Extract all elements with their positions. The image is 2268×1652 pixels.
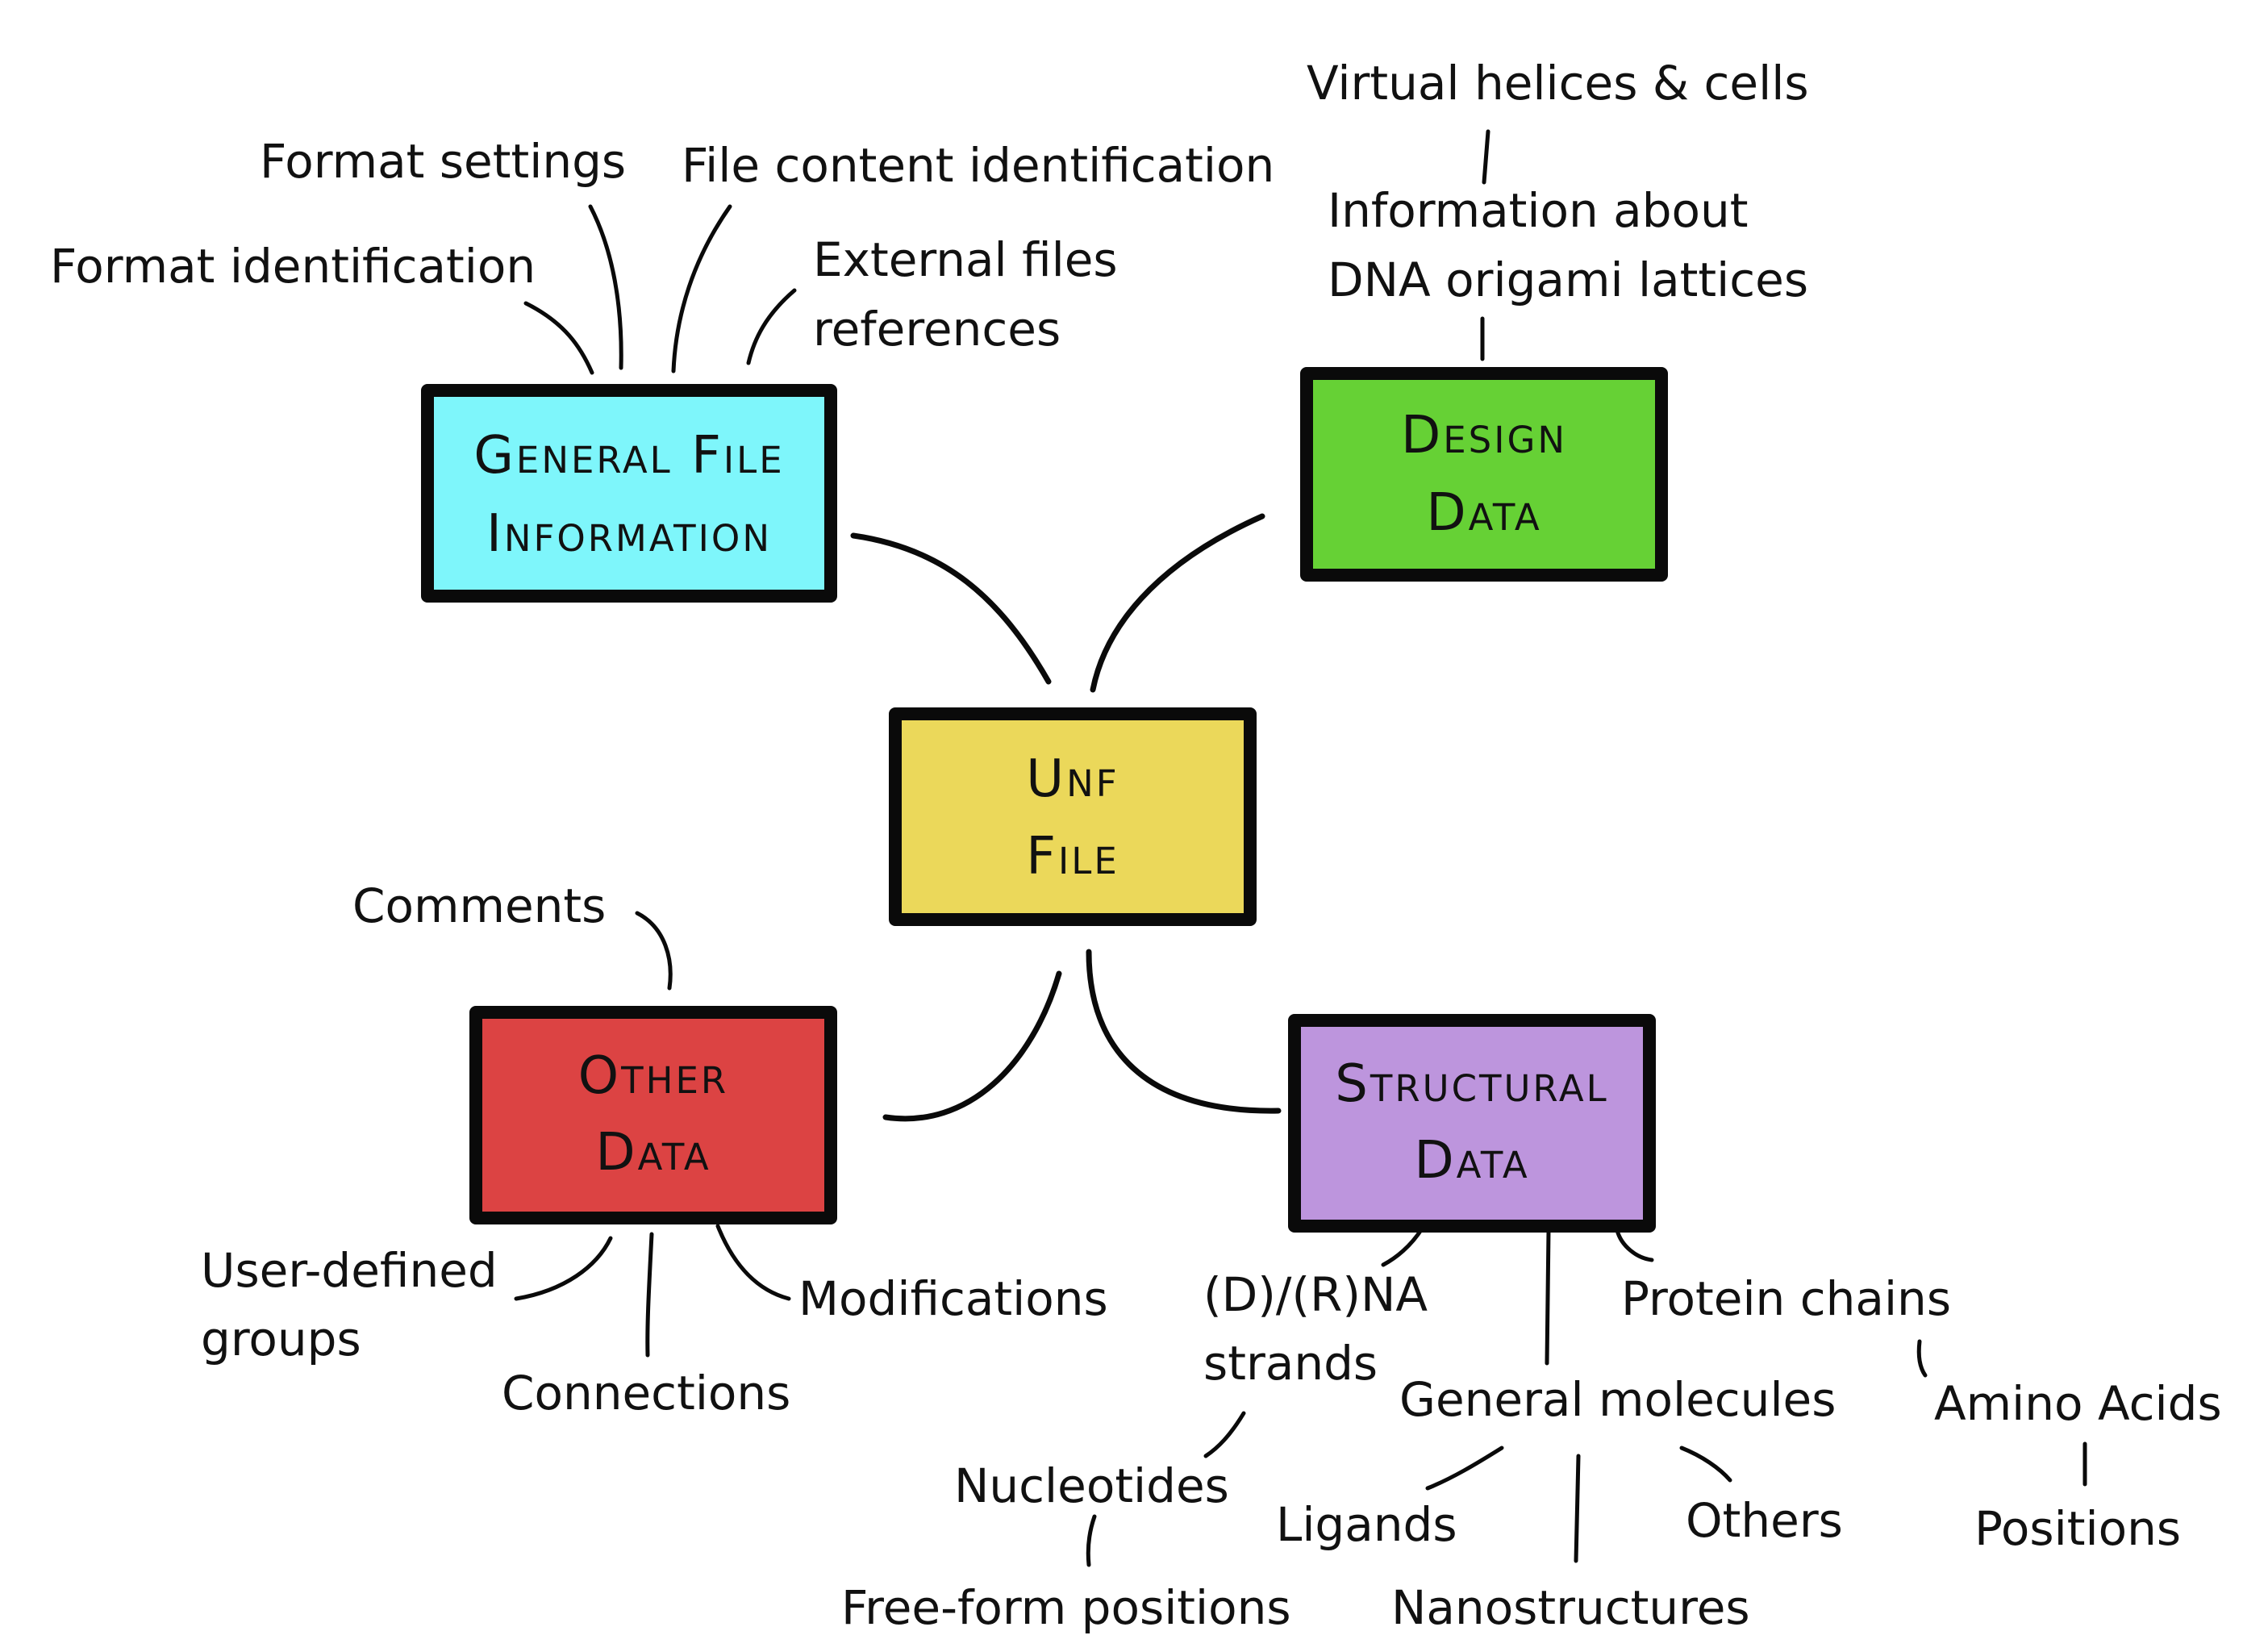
- label-user-defined-groups-line1: User-defined: [201, 1243, 498, 1298]
- label-free-form-positions: Free-form positions: [841, 1580, 1291, 1635]
- label-general-molecules: General molecules: [1399, 1372, 1836, 1427]
- tick-connections: [645, 1232, 654, 1358]
- general-file-information-title-line2: Information: [486, 504, 772, 564]
- label-file-content-identification: File content identification: [682, 138, 1274, 193]
- label-nucleotides: Nucleotides: [954, 1458, 1229, 1513]
- label-user-defined-groups-line2: groups: [201, 1312, 361, 1366]
- label-ligands: Ligands: [1276, 1497, 1457, 1552]
- tick-others: [1679, 1446, 1732, 1483]
- label-dna-rna-strands-line1: (D)/(R)NA: [1203, 1267, 1428, 1322]
- central-connectors: [850, 513, 1282, 1122]
- label-modifications: Modifications: [798, 1271, 1108, 1326]
- tick-ligands: [1425, 1446, 1504, 1491]
- tick-modifications: [715, 1224, 791, 1301]
- label-others: Others: [1686, 1493, 1843, 1548]
- design-data-title-line2: Data: [1426, 483, 1541, 543]
- general-file-information-title-line1: General File: [473, 426, 784, 486]
- label-information-lattices-line2: DNA origami lattices: [1328, 252, 1808, 307]
- leaf-labels: Format identification Format settings Fi…: [50, 56, 2222, 1635]
- label-comments: Comments: [352, 878, 606, 933]
- label-format-identification: Format identification: [50, 239, 536, 294]
- tick-virtual-helices-cells: [1482, 129, 1490, 185]
- node-design-data: Design Data: [1300, 367, 1668, 582]
- tick-nanostructures: [1574, 1454, 1581, 1563]
- tick-general-molecules: [1545, 1228, 1551, 1366]
- label-dna-rna-strands-line2: strands: [1203, 1336, 1378, 1391]
- connector-unf-to-structural-data: [1086, 949, 1282, 1114]
- connector-unf-to-other-data: [882, 970, 1062, 1122]
- tick-protein-chains: [1615, 1228, 1654, 1262]
- label-positions: Positions: [1974, 1501, 2181, 1556]
- tick-file-content-identification: [671, 204, 732, 373]
- node-unf-file: Unf File: [889, 707, 1257, 926]
- label-format-settings: Format settings: [260, 134, 626, 189]
- unf-file-title-line1: Unf: [1026, 749, 1119, 809]
- unf-file-box: [889, 707, 1257, 926]
- label-amino-acids: Amino Acids: [1934, 1376, 2222, 1431]
- tick-nucleotides: [1203, 1411, 1246, 1458]
- tick-format-identification: [523, 301, 594, 375]
- connector-unf-to-design-data: [1090, 513, 1265, 693]
- node-structural-data: Structural Data: [1288, 1014, 1656, 1233]
- structural-data-title-line2: Data: [1414, 1131, 1529, 1191]
- node-general-file-information: General File Information: [421, 384, 837, 603]
- structural-data-box: [1288, 1014, 1656, 1233]
- structural-data-title-line1: Structural: [1335, 1054, 1608, 1114]
- tick-free-form-positions: [1086, 1514, 1097, 1567]
- label-virtual-helices-cells: Virtual helices & cells: [1307, 56, 1809, 111]
- design-data-title-line1: Design: [1401, 406, 1567, 465]
- leaf-connectors: [514, 129, 2087, 1567]
- other-data-box: [469, 1006, 837, 1224]
- label-external-files-references-line2: references: [813, 302, 1061, 357]
- general-file-information-box: [421, 384, 837, 603]
- unf-file-title-line2: File: [1026, 827, 1119, 886]
- tick-amino-acids: [1916, 1339, 1928, 1378]
- connector-unf-to-general-file-information: [850, 532, 1052, 685]
- other-data-title-line1: Other: [578, 1046, 728, 1106]
- tick-comments: [635, 911, 673, 991]
- design-data-box: [1300, 367, 1668, 582]
- tick-user-defined-groups: [514, 1236, 613, 1301]
- other-data-title-line2: Data: [595, 1123, 711, 1183]
- label-nanostructures: Nanostructures: [1391, 1580, 1750, 1635]
- tick-format-settings: [588, 204, 623, 370]
- label-external-files-references-line1: External files: [813, 232, 1118, 287]
- label-information-lattices-line1: Information about: [1328, 183, 1749, 238]
- tick-external-files-references: [746, 288, 797, 365]
- label-connections: Connections: [502, 1366, 790, 1420]
- label-protein-chains: Protein chains: [1621, 1271, 1951, 1326]
- node-other-data: Other Data: [469, 1006, 837, 1224]
